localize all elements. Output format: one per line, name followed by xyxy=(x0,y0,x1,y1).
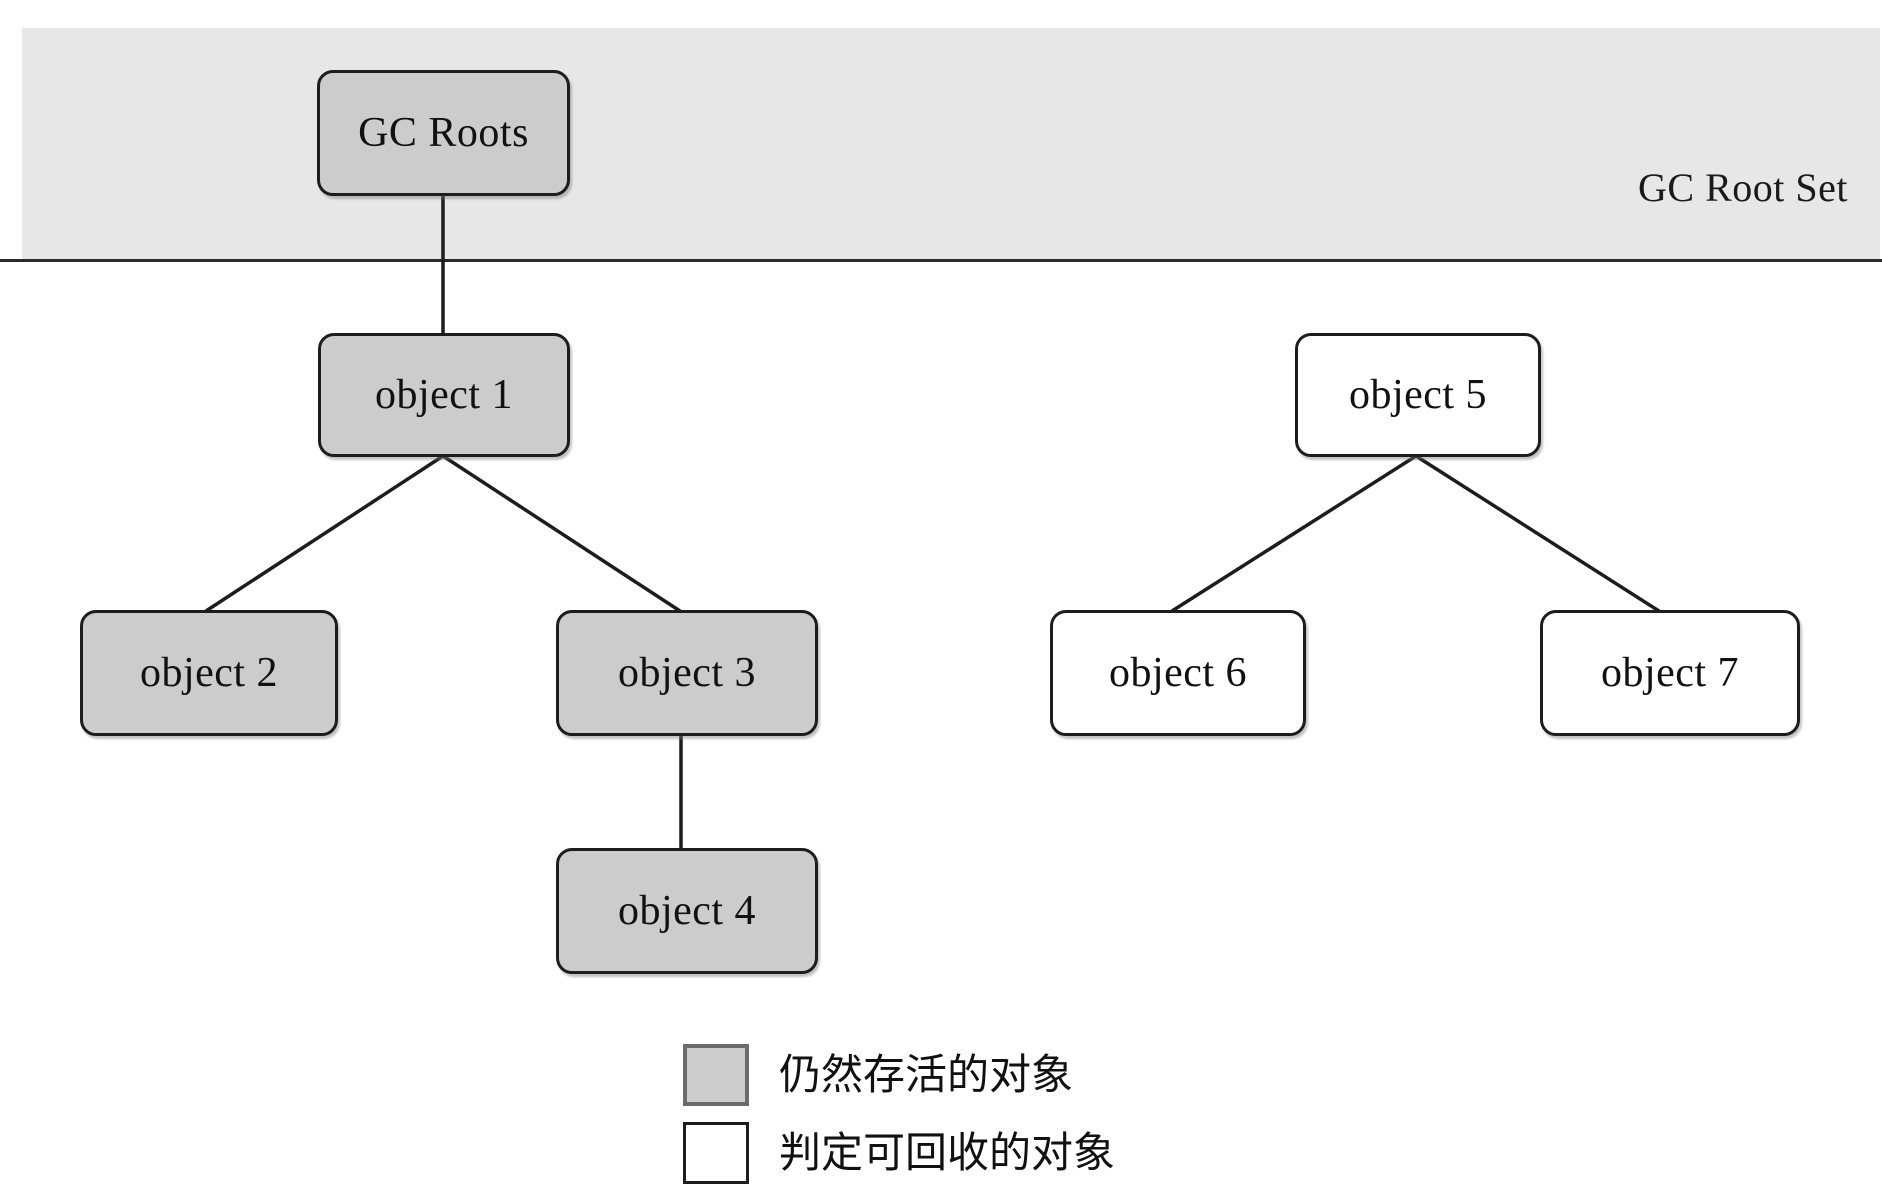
legend-swatch-live xyxy=(683,1044,749,1106)
edge-object-1-object-2 xyxy=(205,454,444,613)
gc-root-set-divider xyxy=(0,259,1882,262)
legend-label-live: 仍然存活的对象 xyxy=(779,1050,1074,1099)
legend-item-live: 仍然存活的对象 xyxy=(683,1036,1203,1114)
node-object-5[interactable]: object 5 xyxy=(1295,333,1541,457)
legend: 仍然存活的对象 判定可回收的对象 xyxy=(683,1036,1203,1190)
node-object-6[interactable]: object 6 xyxy=(1050,610,1306,736)
node-object-1[interactable]: object 1 xyxy=(318,333,570,457)
node-object-4-label: object 4 xyxy=(617,888,757,934)
node-object-3[interactable]: object 3 xyxy=(556,610,818,736)
node-object-2[interactable]: object 2 xyxy=(80,610,338,736)
legend-item-dead: 判定可回收的对象 xyxy=(683,1114,1203,1190)
node-object-3-label: object 3 xyxy=(617,650,757,696)
node-object-7-label: object 7 xyxy=(1600,650,1740,696)
gc-root-set-label: GC Root Set xyxy=(1638,165,1848,210)
node-object-2-label: object 2 xyxy=(139,650,279,696)
node-object-6-label: object 6 xyxy=(1108,650,1248,696)
edge-object-5-object-7 xyxy=(1415,454,1660,613)
legend-swatch-dead xyxy=(683,1122,749,1184)
node-object-4[interactable]: object 4 xyxy=(556,848,818,974)
node-gc-roots[interactable]: GC Roots xyxy=(317,70,570,196)
node-gc-roots-label: GC Roots xyxy=(358,110,529,156)
node-object-7[interactable]: object 7 xyxy=(1540,610,1800,736)
node-object-1-label: object 1 xyxy=(374,372,514,418)
gc-root-set-band xyxy=(22,28,1880,260)
node-object-5-label: object 5 xyxy=(1348,372,1488,418)
edge-object-1-object-3 xyxy=(442,454,681,613)
legend-label-dead: 判定可回收的对象 xyxy=(779,1128,1116,1177)
edge-object-5-object-6 xyxy=(1171,454,1417,613)
